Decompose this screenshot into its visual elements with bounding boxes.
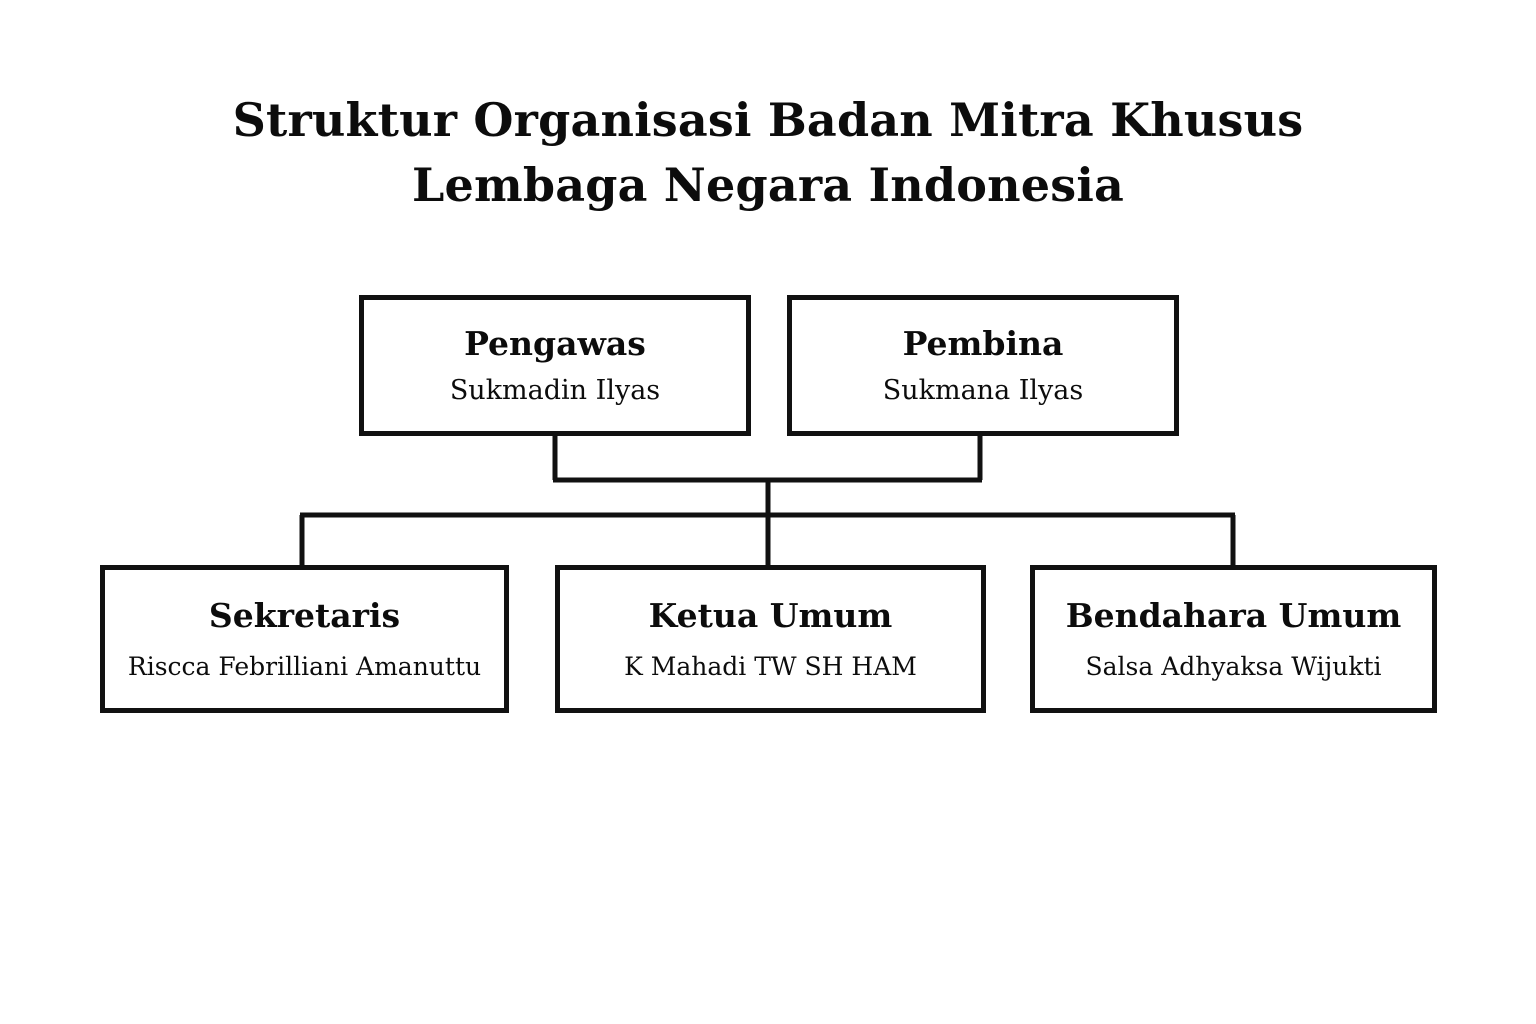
org-node-person: Sukmana Ilyas — [882, 375, 1084, 407]
org-node-pengawas[interactable]: Pengawas Sukmadin Ilyas — [359, 295, 751, 436]
org-node-role: Ketua Umum — [648, 596, 893, 636]
org-node-person: Riscca Febrilliani Amanuttu — [127, 651, 482, 681]
page-title: Struktur Organisasi Badan Mitra Khusus L… — [0, 88, 1536, 219]
org-node-role: Sekretaris — [208, 596, 401, 636]
page-title-line-1: Struktur Organisasi Badan Mitra Khusus — [232, 93, 1304, 147]
org-node-person: Sukmadin Ilyas — [449, 375, 661, 407]
org-node-role: Pengawas — [464, 323, 646, 363]
org-node-role: Pembina — [902, 323, 1064, 363]
org-node-role: Bendahara Umum — [1065, 596, 1402, 636]
org-node-bendahara-umum[interactable]: Bendahara Umum Salsa Adhyaksa Wijukti — [1030, 565, 1437, 713]
org-node-sekretaris[interactable]: Sekretaris Riscca Febrilliani Amanuttu — [100, 565, 509, 713]
org-node-ketua-umum[interactable]: Ketua Umum K Mahadi TW SH HAM — [555, 565, 986, 713]
org-node-person: K Mahadi TW SH HAM — [624, 651, 917, 681]
org-node-pembina[interactable]: Pembina Sukmana Ilyas — [787, 295, 1179, 436]
org-node-person: Salsa Adhyaksa Wijukti — [1085, 651, 1382, 681]
page-title-line-2: Lembaga Negara Indonesia — [411, 158, 1125, 213]
